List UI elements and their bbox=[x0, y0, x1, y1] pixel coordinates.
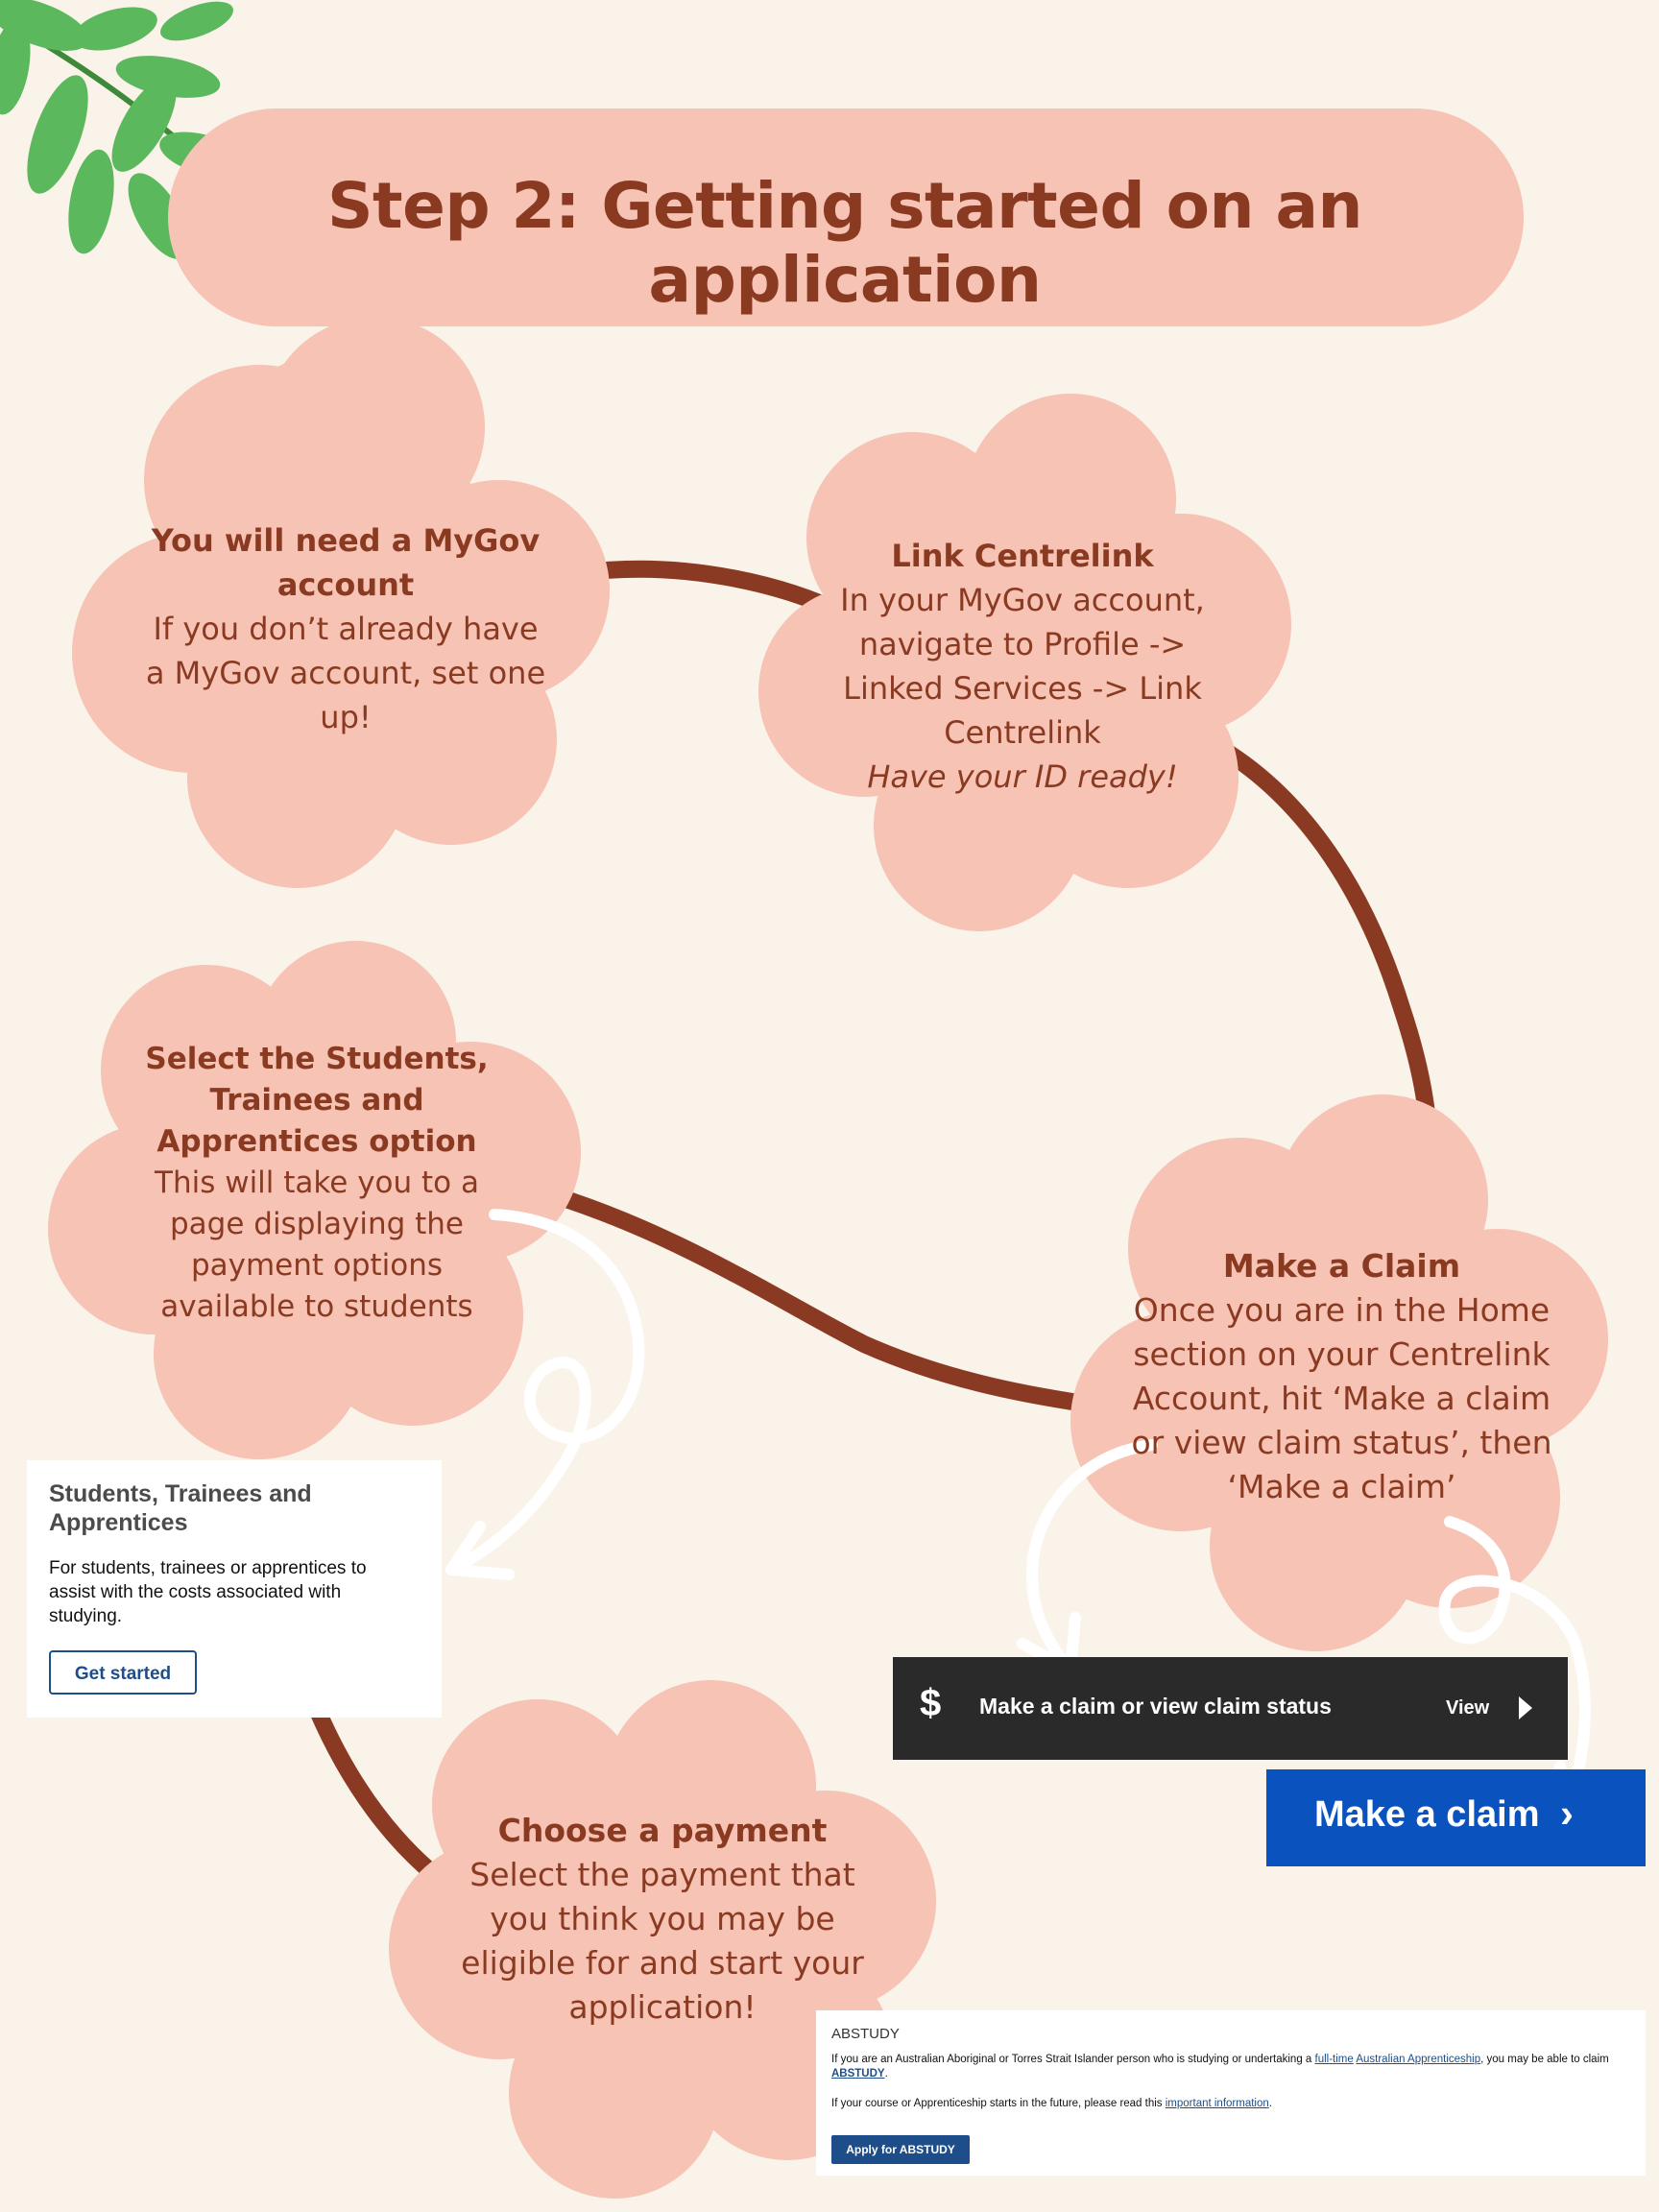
step-centrelink-body: In your MyGov account, navigate to Profi… bbox=[840, 582, 1205, 751]
students-card-description: For students, trainees or apprentices to… bbox=[49, 1558, 367, 1626]
apprenticeship-link[interactable]: Australian Apprenticeship bbox=[1356, 2054, 1481, 2065]
step-claim-body: Once you are in the Home section on your… bbox=[1131, 1291, 1552, 1505]
flower-claim bbox=[1070, 1094, 1608, 1651]
abstudy-title: ABSTUDY bbox=[831, 2026, 900, 2042]
step-claim: Make a Claim Once you are in the Home se… bbox=[1114, 1244, 1570, 1509]
abstudy-text: , you may be able to claim bbox=[1480, 2054, 1609, 2065]
flower-centrelink bbox=[758, 394, 1291, 931]
flower-mygov bbox=[72, 317, 610, 888]
step-mygov: You will need a MyGov account If you don… bbox=[144, 518, 547, 739]
dollar-icon: $ bbox=[920, 1682, 942, 1724]
make-claim-label: Make a claim bbox=[1314, 1794, 1540, 1835]
step-payment-heading: Choose a payment bbox=[497, 1812, 828, 1849]
step-mygov-heading: You will need a MyGov account bbox=[151, 522, 541, 603]
step-students-heading: Select the Students, Trainees and Appren… bbox=[145, 1042, 489, 1159]
step-mygov-body: If you don’t already have a MyGov accoun… bbox=[145, 611, 546, 735]
leaf-decoration bbox=[0, 0, 261, 259]
students-card-title: Students, Trainees and Apprentices bbox=[49, 1480, 312, 1536]
step-students-body: This will take you to a page displaying … bbox=[155, 1166, 479, 1324]
play-arrow-icon bbox=[1519, 1696, 1532, 1719]
get-started-button[interactable]: Get started bbox=[49, 1650, 197, 1695]
claim-status-label: Make a claim or view claim status bbox=[979, 1694, 1332, 1719]
apply-abstudy-button[interactable]: Apply for ABSTUDY bbox=[831, 2135, 970, 2164]
abstudy-text: . bbox=[884, 2068, 888, 2080]
white-arrows bbox=[445, 1209, 1604, 1815]
abstudy-description: If you are an Australian Aboriginal or T… bbox=[831, 2053, 1638, 2081]
abstudy-card: ABSTUDY If you are an Australian Aborigi… bbox=[816, 2010, 1646, 2176]
step-centrelink-note: Have your ID ready! bbox=[867, 758, 1178, 795]
abstudy-future-note: If your course or Apprenticeship starts … bbox=[831, 2097, 1638, 2111]
abstudy-text: If you are an Australian Aboriginal or T… bbox=[831, 2054, 1315, 2065]
flower-shapes bbox=[48, 317, 1608, 2199]
step-students: Select the Students, Trainees and Appren… bbox=[125, 1039, 509, 1328]
view-link[interactable]: View bbox=[1446, 1697, 1490, 1719]
step-centrelink: Link Centrelink In your MyGov account, n… bbox=[826, 534, 1219, 799]
step-centrelink-heading: Link Centrelink bbox=[891, 538, 1154, 574]
flower-payment bbox=[389, 1680, 936, 2199]
page-title: Step 2: Getting started on an applicatio… bbox=[326, 169, 1363, 317]
important-information-link[interactable]: important information bbox=[1165, 2098, 1269, 2109]
students-card: Students, Trainees and Apprentices For s… bbox=[27, 1460, 442, 1718]
step-payment-body: Select the payment that you think you ma… bbox=[461, 1856, 864, 2026]
title-banner bbox=[168, 108, 1524, 326]
abstudy-link[interactable]: ABSTUDY bbox=[831, 2068, 885, 2080]
step-payment: Choose a payment Select the payment that… bbox=[451, 1809, 874, 2030]
abstudy-text: If your course or Apprenticeship starts … bbox=[831, 2098, 1166, 2109]
flower-students bbox=[48, 941, 581, 1459]
claim-status-bar[interactable]: $ Make a claim or view claim status View bbox=[893, 1657, 1568, 1760]
make-claim-button[interactable]: Make a claim › bbox=[1266, 1769, 1646, 1866]
step-claim-heading: Make a Claim bbox=[1222, 1247, 1461, 1285]
abstudy-text: . bbox=[1268, 2098, 1272, 2109]
full-time-link[interactable]: full-time bbox=[1314, 2054, 1354, 2065]
chevron-right-icon: › bbox=[1560, 1791, 1574, 1836]
